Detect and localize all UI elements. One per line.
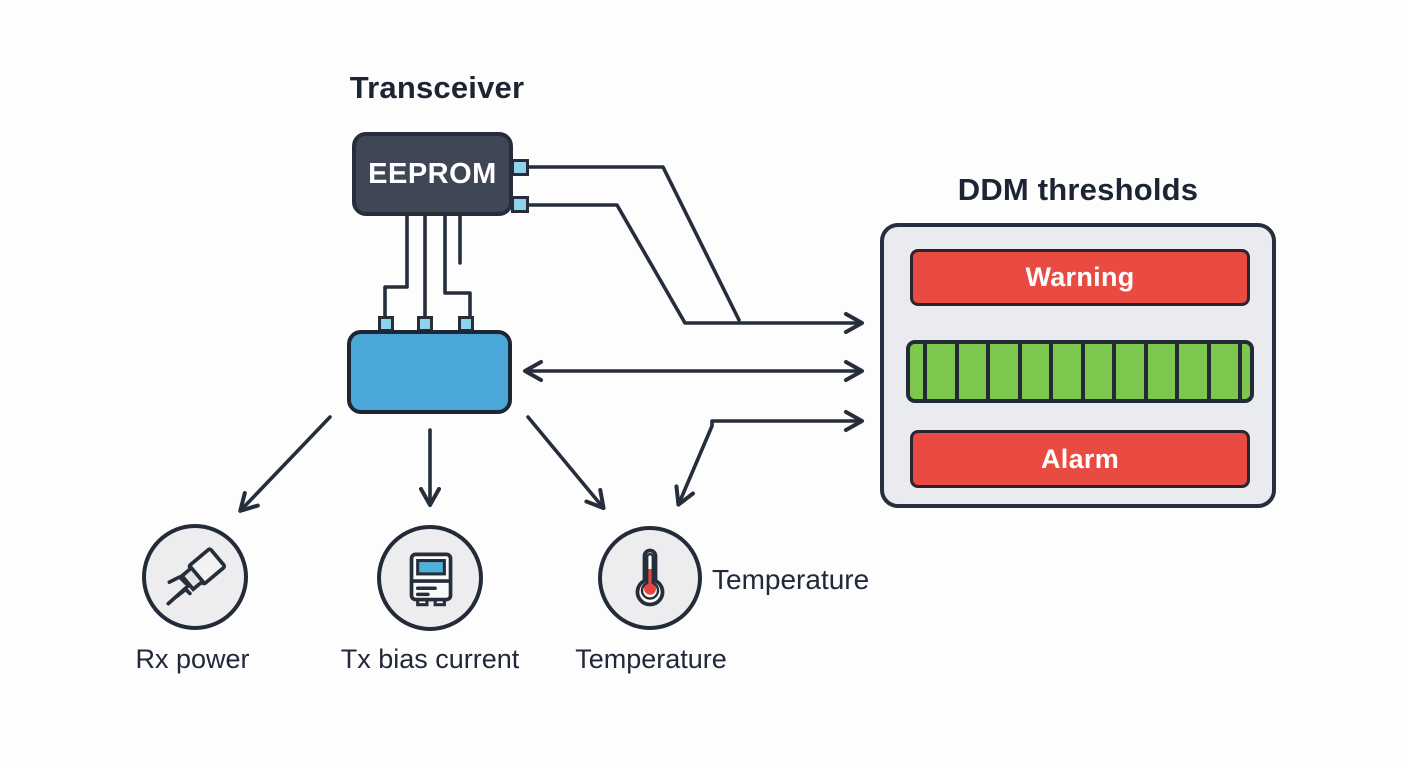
alarm-threshold-bar: Alarm [910, 430, 1250, 488]
gauge-segment [1147, 344, 1179, 399]
transceiver-title: Transceiver [349, 70, 525, 105]
temperature-sensor-circle [598, 526, 702, 630]
transmitter-device-icon [409, 552, 453, 607]
gauge-segment [1242, 344, 1250, 399]
ddm-gauge [906, 340, 1254, 403]
gauge-segment [1084, 344, 1116, 399]
gauge-segment [1210, 344, 1242, 399]
wire-dsp-temperature [526, 415, 606, 511]
wire-dsp-rx-power [238, 415, 332, 513]
rx-power-label: Rx power [135, 644, 250, 674]
gauge-segment [1116, 344, 1148, 399]
eeprom-pin-right-1 [511, 159, 529, 176]
eeprom-chip: EEPROM [352, 132, 513, 216]
fiber-connector-icon [166, 547, 227, 606]
rx-power-sensor-circle [142, 524, 248, 630]
tx-bias-label: Tx bias current [340, 644, 520, 674]
wire-eeprom-ddm-upper [525, 165, 741, 322]
thermometer-icon [635, 548, 665, 607]
gauge-segment [1021, 344, 1053, 399]
gauge-segment [990, 344, 1022, 399]
warning-label: Warning [1025, 262, 1135, 292]
gauge-segment [1179, 344, 1211, 399]
wire-eeprom-dsp-3 [443, 214, 472, 320]
temperature-side-label: Temperature [712, 564, 870, 595]
warning-threshold-bar: Warning [910, 249, 1250, 306]
ddm-thresholds-panel: Warning Alarm [880, 223, 1276, 508]
alarm-label: Alarm [1040, 443, 1120, 474]
wire-eeprom-ddm-lower [525, 203, 864, 334]
tx-bias-sensor-circle [377, 525, 483, 631]
eeprom-label: EEPROM [368, 157, 497, 190]
gauge-segment [910, 344, 927, 399]
gauge-segment [1053, 344, 1085, 399]
ddm-thresholds-title: DDM thresholds [957, 172, 1199, 207]
wire-temperature-ddm [674, 410, 864, 507]
temperature-label: Temperature [575, 644, 727, 674]
gauge-segment [958, 344, 990, 399]
gauge-segment [927, 344, 959, 399]
monitor-controller-block [347, 330, 512, 414]
eeprom-pin-right-2 [511, 196, 529, 213]
wire-eeprom-dsp-1 [383, 214, 409, 320]
